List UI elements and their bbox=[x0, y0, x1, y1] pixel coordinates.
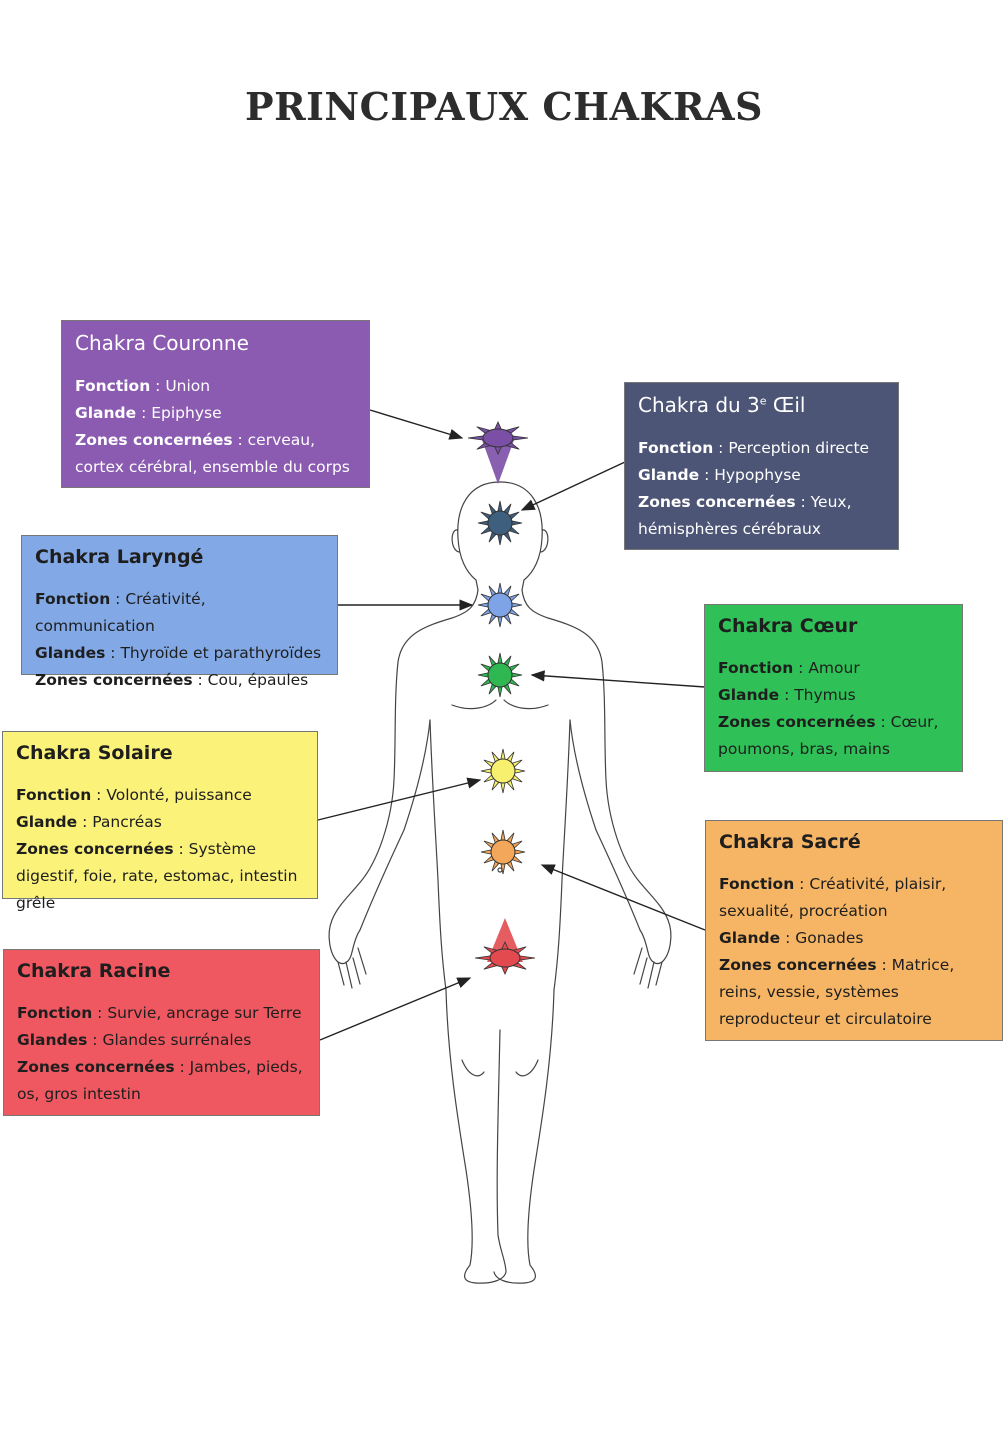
chakra-zones-larynge: Cou, épaules bbox=[207, 671, 309, 689]
chakra-box-racine: Chakra Racine Fonction : Survie, ancrage… bbox=[3, 949, 320, 1116]
chakra-fonction-solaire: Volonté, puissance bbox=[106, 786, 252, 804]
chakra-name-larynge: Chakra Laryngé bbox=[35, 546, 204, 568]
human-body-outline bbox=[328, 481, 672, 1284]
chakra-zones-couronne: cerveau, cortex cérébral, ensemble du co… bbox=[75, 431, 350, 476]
chakra-box-solaire: Chakra Solaire Fonction : Volonté, puiss… bbox=[2, 731, 318, 912]
chakra-symbol-larynge bbox=[477, 582, 523, 628]
chakra-glande-solaire: Pancréas bbox=[92, 813, 162, 831]
chakra-fonction-couronne: Union bbox=[165, 377, 211, 395]
page-title: PRINCIPAUX CHAKRAS bbox=[245, 84, 763, 129]
chakra-name-couronne: Chakra Couronne bbox=[75, 331, 249, 355]
chakra-fonction-sacre: Créativité, plaisir, sexualité, procréat… bbox=[719, 875, 947, 920]
connector-arrows bbox=[317, 409, 706, 1041]
chakra-name-coeur: Chakra Cœur bbox=[718, 615, 858, 637]
chakra-name-sacre: Chakra Sacré bbox=[719, 831, 861, 853]
chakra-zones-sacre: Matrice, reins, vessie, systèmes reprodu… bbox=[719, 956, 955, 1028]
chakra-symbol-coeur bbox=[477, 652, 523, 698]
chakra-glande-larynge: Thyroïde et parathyroïdes bbox=[120, 644, 322, 662]
chakra-fonction-racine: Survie, ancrage sur Terre bbox=[107, 1004, 302, 1022]
chakra-zones-solaire: Système digestif, foie, rate, estomac, i… bbox=[16, 840, 298, 912]
chakra-fonction-larynge: Créativité, communication bbox=[35, 590, 206, 635]
chakra-glande-couronne: Epiphyse bbox=[151, 404, 222, 422]
chakra-name-solaire: Chakra Solaire bbox=[16, 742, 173, 764]
chakra-box-coeur: Chakra Cœur Fonction : Amour Glande : Th… bbox=[704, 604, 963, 772]
arrow-coeur bbox=[530, 670, 706, 688]
chakra-box-sacre: Chakra Sacré Fonction : Créativité, plai… bbox=[705, 820, 1003, 1041]
chakra-symbol-couronne bbox=[467, 421, 529, 484]
chakra-fonction-coeur: Amour bbox=[808, 659, 860, 677]
chakra-name-troisieme-oeil: Chakra du 3e Œil bbox=[638, 393, 806, 417]
chakra-glande-racine: Glandes surrénales bbox=[102, 1031, 252, 1049]
chakra-zones-racine: Jambes, pieds, os, gros intestin bbox=[17, 1058, 303, 1103]
arrow-solaire bbox=[317, 777, 482, 821]
chakra-glande-sacre: Gonades bbox=[795, 929, 864, 947]
chakra-glande-troisieme-oeil: Hypophyse bbox=[714, 466, 801, 484]
chakra-zones-troisieme-oeil: Yeux, hémisphères cérébraux bbox=[638, 493, 852, 538]
chakra-glande-coeur: Thymus bbox=[794, 686, 856, 704]
arrow-racine bbox=[319, 977, 472, 1041]
chakra-symbol-solaire bbox=[480, 748, 526, 794]
chakra-symbol-sacre bbox=[480, 829, 526, 875]
chakra-fonction-troisieme-oeil: Perception directe bbox=[728, 439, 870, 457]
arrow-troisieme-oeil bbox=[520, 461, 626, 511]
chakra-box-troisieme-oeil: Chakra du 3e Œil Fonction : Perception d… bbox=[624, 382, 899, 550]
chakra-zones-coeur: Cœur, poumons, bras, mains bbox=[718, 713, 939, 758]
chakra-symbol-racine bbox=[474, 918, 536, 975]
chakra-symbols bbox=[467, 421, 536, 975]
chakra-symbol-troisieme-oeil bbox=[477, 500, 523, 546]
arrow-sacre bbox=[540, 864, 706, 931]
chakra-name-racine: Chakra Racine bbox=[17, 960, 171, 982]
chakra-box-couronne: Chakra Couronne Fonction : Union Glande … bbox=[61, 320, 370, 488]
chakra-box-larynge: Chakra Laryngé Fonction : Créativité, co… bbox=[21, 535, 338, 689]
arrow-couronne bbox=[369, 409, 464, 440]
